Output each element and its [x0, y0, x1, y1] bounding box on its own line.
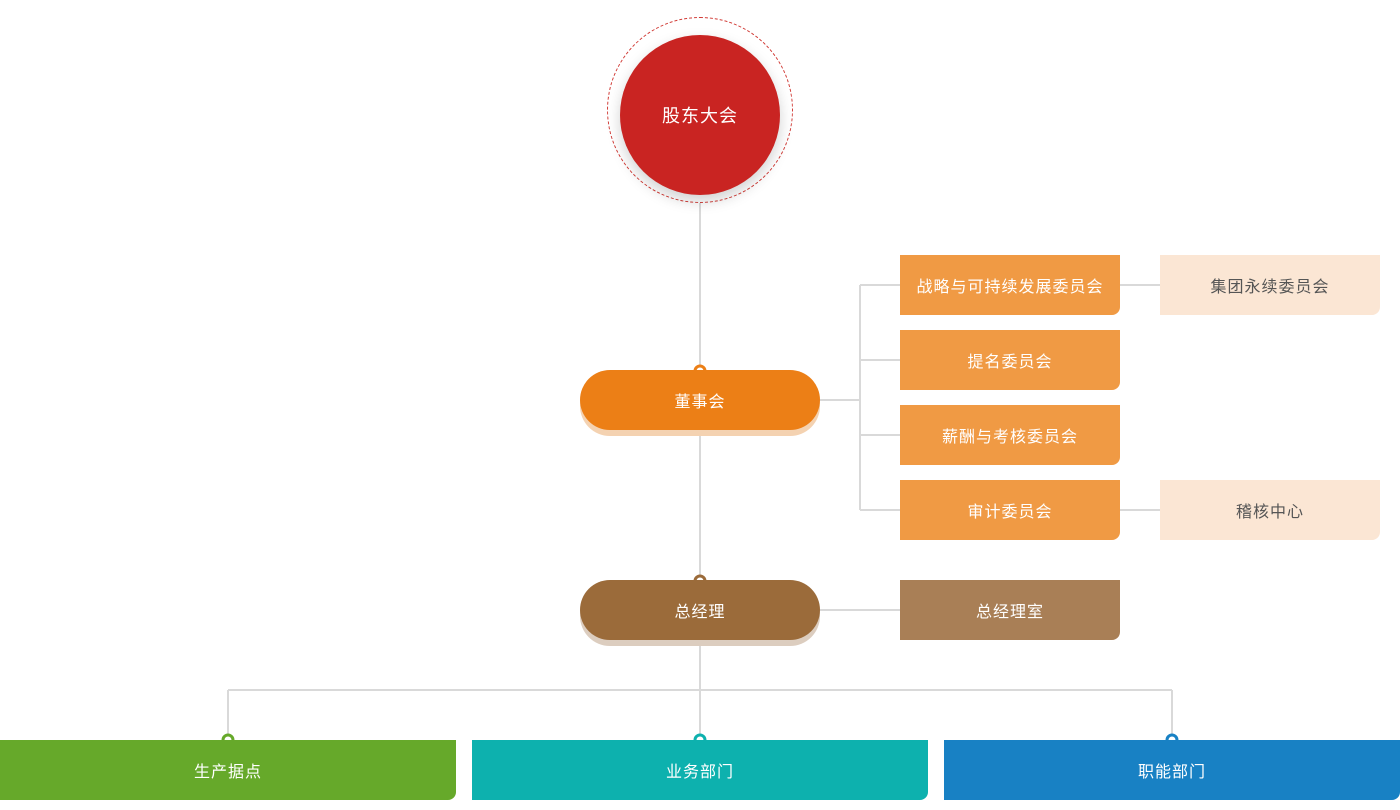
- committee-nomination[interactable]: 提名委员会: [900, 330, 1120, 390]
- production-sites-label: 生产据点: [193, 762, 262, 781]
- general-manager-office[interactable]: 总经理室: [900, 580, 1120, 640]
- board-node[interactable]: 董事会: [580, 370, 820, 430]
- shareholders-meeting-node[interactable]: 股东大会: [620, 35, 780, 195]
- general-manager-label: 总经理: [674, 602, 726, 621]
- committee-nomination-label: 提名委员会: [967, 352, 1053, 371]
- functional-departments[interactable]: 职能部门: [944, 740, 1400, 800]
- inspection-center[interactable]: 稽核中心: [1160, 480, 1380, 540]
- production-sites[interactable]: 生产据点: [0, 740, 456, 800]
- business-departments-label: 业务部门: [665, 762, 734, 781]
- committee-audit-label: 审计委员会: [967, 502, 1053, 521]
- general-manager-office-label: 总经理室: [975, 602, 1044, 621]
- committee-remuneration[interactable]: 薪酬与考核委员会: [900, 405, 1120, 465]
- business-departments[interactable]: 业务部门: [472, 740, 928, 800]
- shareholders-meeting-label: 股东大会: [662, 106, 738, 127]
- functional-departments-label: 职能部门: [1137, 762, 1206, 781]
- group-sustainability-committee-label: 集团永续委员会: [1210, 277, 1330, 296]
- committee-strategy-label: 战略与可持续发展委员会: [916, 277, 1104, 296]
- shareholders-halo: [607, 17, 793, 203]
- general-manager-node[interactable]: 总经理: [580, 580, 820, 640]
- inspection-center-label: 稽核中心: [1235, 502, 1304, 521]
- committee-audit[interactable]: 审计委员会: [900, 480, 1120, 540]
- committee-strategy[interactable]: 战略与可持续发展委员会: [900, 255, 1120, 315]
- board-label: 董事会: [674, 392, 726, 411]
- group-sustainability-committee[interactable]: 集团永续委员会: [1160, 255, 1380, 315]
- committee-remuneration-label: 薪酬与考核委员会: [941, 427, 1078, 446]
